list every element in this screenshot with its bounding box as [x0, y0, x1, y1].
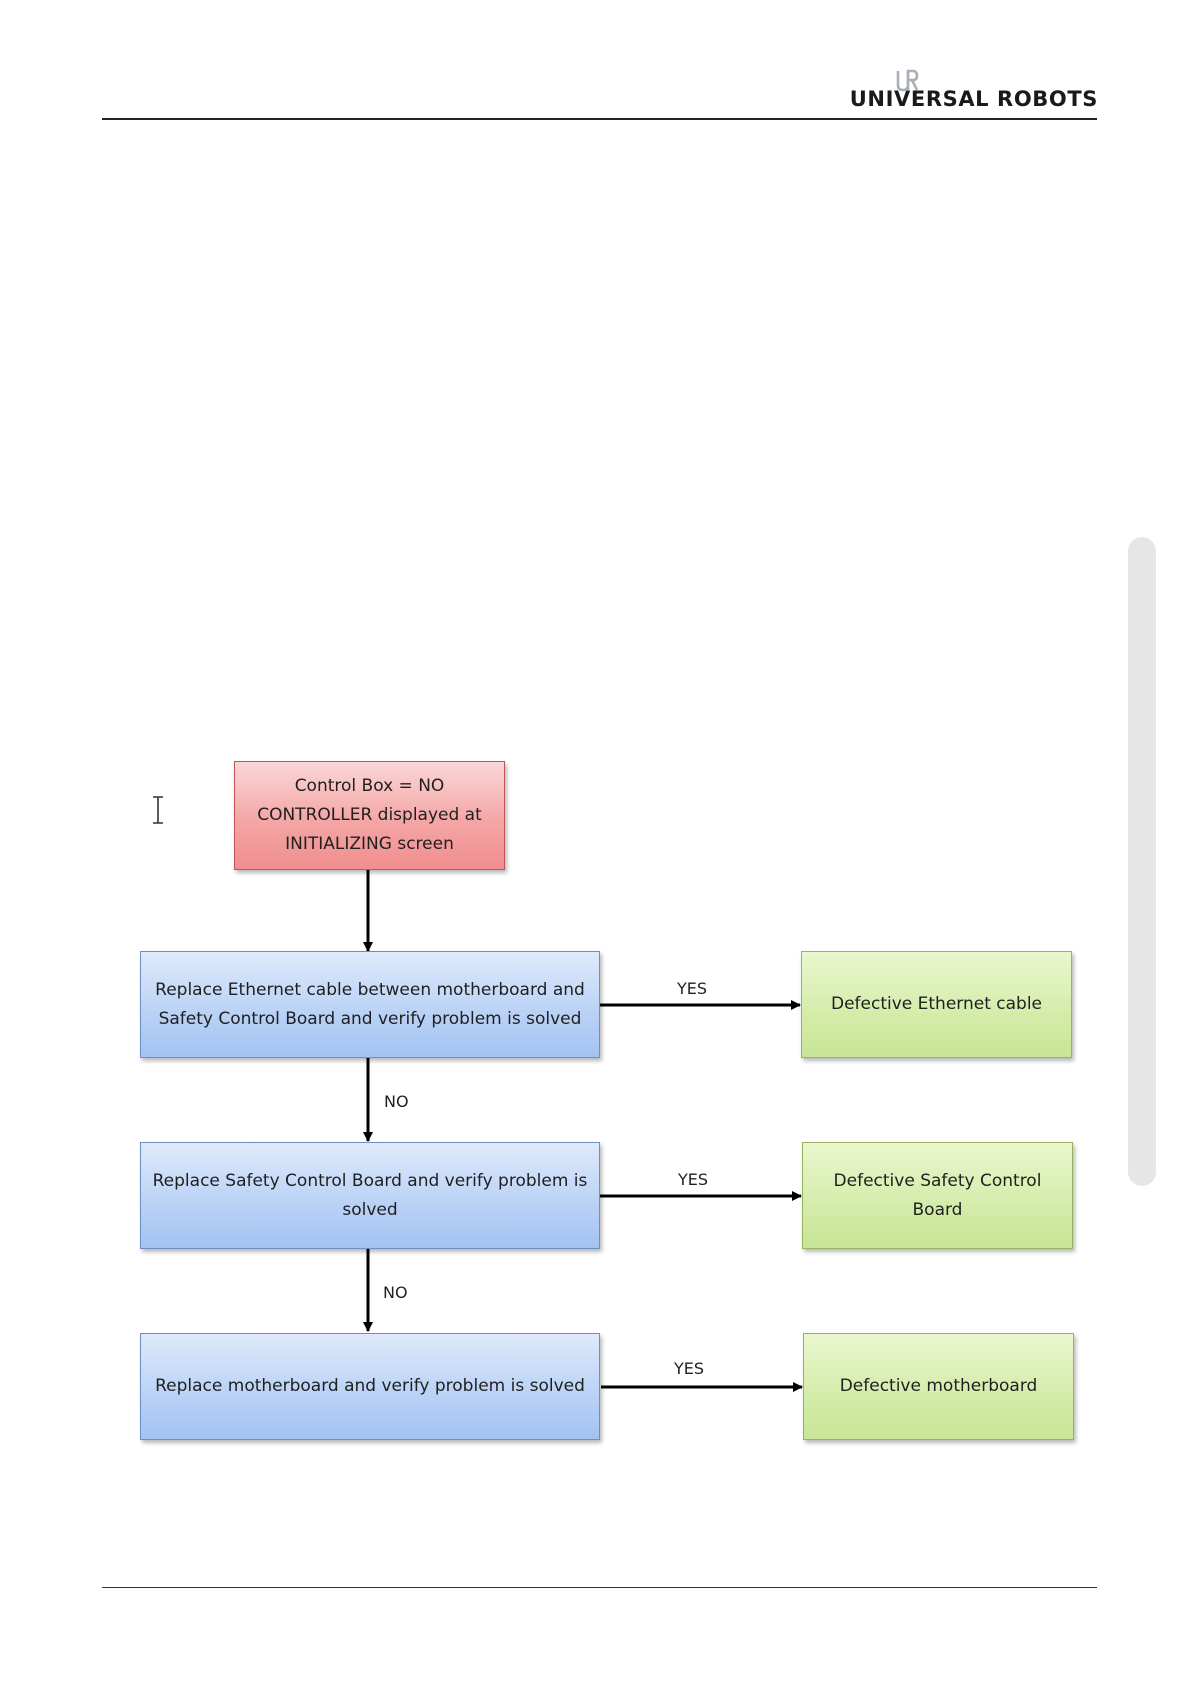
- step-2-no-label: NO: [383, 1283, 408, 1302]
- header-divider: [102, 118, 1097, 120]
- step-2-result-text: Defective Safety Control Board: [833, 1170, 1042, 1220]
- start-box-text: Control Box = NO CONTROLLER displayed at…: [257, 776, 482, 854]
- step-3-action-box: Replace motherboard and verify problem i…: [140, 1333, 600, 1440]
- step-3-result-box: Defective motherboard: [803, 1333, 1074, 1440]
- step-1-result-box: Defective Ethernet cable: [801, 951, 1072, 1058]
- ur-logo-icon: [896, 69, 919, 92]
- step-1-action-box: Replace Ethernet cable between motherboa…: [140, 951, 600, 1058]
- step-1-action-text: Replace Ethernet cable between motherboa…: [155, 979, 585, 1029]
- step-3-yes-label: YES: [674, 1359, 705, 1378]
- step-1-result-text: Defective Ethernet cable: [830, 994, 1043, 1014]
- step-2-action-text: Replace Safety Control Board and verify …: [152, 1170, 588, 1220]
- step-1-no-label: NO: [384, 1092, 409, 1111]
- brand-name: UNIVERSAL ROBOTS: [849, 87, 1098, 111]
- vertical-scrollbar[interactable]: [1128, 537, 1156, 1186]
- footer-divider: [102, 1587, 1097, 1588]
- step-3-action-text: Replace motherboard and verify problem i…: [155, 1376, 585, 1396]
- step-2-result-box: Defective Safety Control Board: [802, 1142, 1073, 1249]
- step-1-yes-label: YES: [677, 979, 708, 998]
- brand-logo: UNIVERSAL ROBOTS: [838, 67, 1098, 113]
- step-2-action-box: Replace Safety Control Board and verify …: [140, 1142, 600, 1249]
- step-3-result-text: Defective motherboard: [839, 1376, 1038, 1396]
- text-cursor-icon: [153, 796, 163, 824]
- start-box: Control Box = NO CONTROLLER displayed at…: [234, 761, 505, 870]
- step-2-yes-label: YES: [678, 1170, 709, 1189]
